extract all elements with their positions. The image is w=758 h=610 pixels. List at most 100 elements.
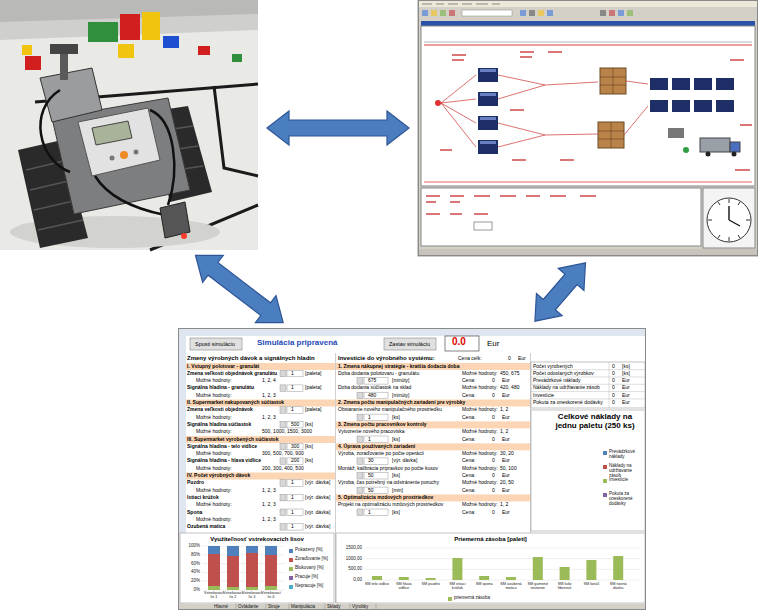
spreadsheet-screenshot xyxy=(280,458,286,465)
sheet-text: Možné hodnoty: xyxy=(196,378,232,383)
robot-photo xyxy=(150,110,174,205)
sheet-text: Eur xyxy=(487,340,499,348)
spreadsheet-screenshot xyxy=(452,558,462,580)
sheet-text: 420, 480 xyxy=(500,385,519,390)
robot-photo xyxy=(50,44,78,54)
spreadsheet-screenshot xyxy=(287,494,303,501)
sheet-text: Vstrekovací lis 4 xyxy=(261,591,281,599)
sheet-text: Eur xyxy=(502,488,510,493)
simulation-screenshot xyxy=(440,52,574,160)
spreadsheet-screenshot xyxy=(186,363,335,370)
sheet-text: 0.0 xyxy=(452,337,466,347)
spreadsheet-screenshot xyxy=(364,458,388,465)
sheet-text: Eur xyxy=(622,400,630,405)
simulation-screenshot xyxy=(609,10,615,16)
sheet-text: Doba dodania súčiastok na sklad xyxy=(338,385,411,390)
sheet-text: Vstrekovací lis 2 xyxy=(223,591,243,599)
sheet-text: Možné hodnoty: xyxy=(462,451,498,456)
simulation-screenshot xyxy=(627,10,633,16)
legend-text: Pracuje [%] xyxy=(295,575,318,580)
sheet-text: Projekt na optimalizáciu mzdových prostr… xyxy=(338,502,443,507)
sheet-text: [výr. dávka] xyxy=(392,458,417,463)
spreadsheet-screenshot xyxy=(531,362,645,408)
sheet-text: 1 xyxy=(291,371,294,376)
sheet-text: Doba dodania polotovaru - granulátu xyxy=(338,371,419,376)
sheet-text: 500,00 xyxy=(338,567,362,572)
robot-photo xyxy=(232,54,242,62)
spreadsheet-screenshot xyxy=(531,362,645,408)
simulation-screenshot xyxy=(650,100,668,112)
simulation-screenshot xyxy=(440,10,446,16)
sheet-text: Eur xyxy=(502,510,510,515)
simulation-screenshot xyxy=(421,26,755,186)
spreadsheet-screenshot xyxy=(265,586,277,590)
sheet-text: Signálna hladina - telo vidlice xyxy=(187,444,257,449)
robot-photo xyxy=(118,44,134,58)
legend-entry: Pokuta za oneskorené dodávky xyxy=(603,492,640,507)
robot-photo xyxy=(88,22,118,42)
spreadsheet-screenshot xyxy=(364,414,388,421)
legend-swatch xyxy=(289,585,293,589)
simulation-screenshot xyxy=(598,122,624,148)
sheet-text: Možné hodnoty: xyxy=(462,480,498,485)
simulation-screenshot xyxy=(672,100,690,112)
sheet-text: Eur xyxy=(622,378,630,383)
sheet-text: Eur xyxy=(502,415,510,420)
spreadsheet-screenshot xyxy=(336,443,530,450)
sheet-text: IV. Počet výrobných dávok xyxy=(187,473,250,478)
sheet-text: III. Supermarket vyrobených súčiastok xyxy=(187,437,278,442)
sheet-text: 60% xyxy=(181,562,200,567)
simulation-panel xyxy=(418,0,758,256)
legend-entry: Náklady na udržiavanie zásob xyxy=(603,464,640,479)
legend-text: Nepracuje [%] xyxy=(295,584,323,589)
sheet-text: Sklady xyxy=(327,605,341,610)
simulation-screenshot xyxy=(672,78,690,90)
sheet-text: 1, 2 xyxy=(500,429,508,434)
sheet-text: Zmena veľkosti objednávok xyxy=(187,407,253,412)
simulation-screenshot xyxy=(716,78,734,90)
sheet-text: Zmena veľkosti objednávok granulátu xyxy=(187,371,277,376)
spreadsheet-screenshot xyxy=(533,557,543,580)
legend-entry: Investície xyxy=(603,478,640,483)
legend-text: Blokovaný [%] xyxy=(295,566,324,571)
sheet-text: SM telo vidlice xyxy=(364,582,390,586)
spreadsheet-screenshot xyxy=(280,494,286,501)
spreadsheet-screenshot xyxy=(364,378,388,385)
sheet-text: Vstrekovací lis 3 xyxy=(242,591,262,599)
photo-panel xyxy=(0,0,258,250)
robot-photo xyxy=(60,50,68,80)
simulation-screenshot xyxy=(478,140,498,154)
sheet-text: Výroba, zoraďovanie po počte operácií xyxy=(338,451,424,456)
spreadsheet-screenshot xyxy=(357,487,363,494)
simulation-screenshot xyxy=(419,1,757,7)
simulation-screenshot xyxy=(707,198,751,242)
spreadsheet-screenshot xyxy=(357,392,363,399)
sheet-text: [ks] xyxy=(392,510,400,515)
spreadsheet-screenshot xyxy=(445,336,479,351)
legend-swatch xyxy=(603,493,607,497)
simulation-screenshot xyxy=(703,188,755,248)
simulation-screenshot xyxy=(418,0,758,256)
simulation-screenshot xyxy=(424,44,752,45)
simulation-screenshot xyxy=(418,249,758,256)
sheet-text: 0 xyxy=(612,378,615,383)
sheet-text: 0 xyxy=(492,415,495,420)
sheet-text: 30, 20 xyxy=(500,451,514,456)
sheet-text: Investície do výrobného systému: xyxy=(338,355,435,361)
simulation-screenshot xyxy=(683,147,689,153)
sheet-text: Eur xyxy=(502,473,510,478)
legend-swatch xyxy=(603,451,607,455)
simulation-screenshot xyxy=(538,10,544,16)
sheet-text: Možné hodnoty: xyxy=(196,466,232,471)
sheet-text: Možné hodnoty: xyxy=(196,429,232,434)
sheet-text: Počet odoslaných výrobkov xyxy=(533,371,594,376)
simulation-screenshot xyxy=(431,10,437,16)
sheet-text: Cena: xyxy=(462,488,475,493)
sheet-text: 0 xyxy=(492,488,495,493)
simulation-screenshot xyxy=(424,42,752,43)
sheet-text: II. Supermarket nakupovaných súčiastok xyxy=(187,400,284,405)
robot-photo xyxy=(142,12,160,40)
sheet-text: Hlavné xyxy=(214,605,228,610)
sheet-text: [ks] xyxy=(392,473,400,478)
